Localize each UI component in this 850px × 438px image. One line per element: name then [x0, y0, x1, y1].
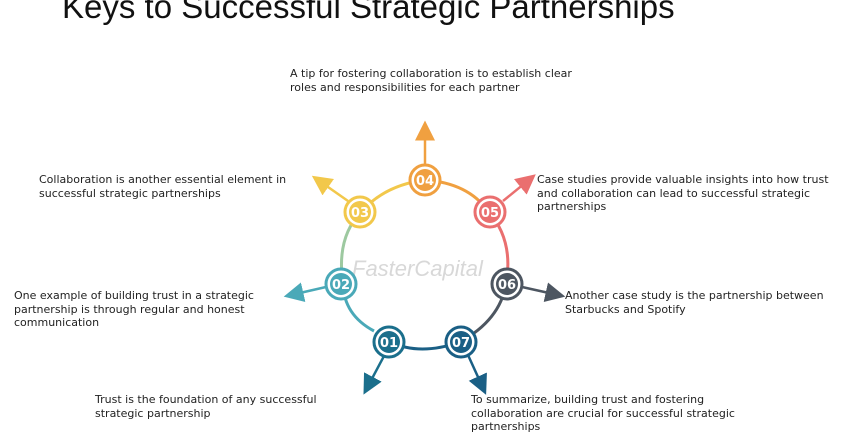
arrow-06 [521, 282, 566, 303]
arrow-07 [466, 354, 487, 395]
step-number-01: 01 [380, 336, 398, 351]
arrow-05 [502, 174, 536, 202]
step-node-05: 05 [473, 195, 507, 229]
step-node-03: 03 [343, 195, 377, 229]
arrow-02 [283, 282, 327, 302]
step-node-01: 01 [372, 325, 406, 359]
step-number-06: 06 [498, 278, 516, 293]
step-node-04: 04 [408, 163, 442, 197]
step-node-02: 02 [324, 267, 358, 301]
step-text-05: Case studies provide valuable insights i… [537, 173, 829, 213]
step-node-07: 07 [444, 325, 478, 359]
arrow-03 [311, 175, 349, 203]
step-number-02: 02 [332, 278, 350, 293]
step-number-04: 04 [416, 174, 434, 189]
step-number-05: 05 [481, 206, 499, 221]
step-text-03: Collaboration is another essential eleme… [39, 173, 287, 200]
step-text-06: Another case study is the partnership be… [565, 289, 824, 316]
step-text-07: To summarize, building trust and fosteri… [471, 393, 735, 433]
step-text-01: Trust is the foundation of any successfu… [95, 393, 317, 420]
step-text-02: One example of building trust in a strat… [14, 289, 254, 329]
step-number-03: 03 [351, 206, 369, 221]
step-number-07: 07 [452, 336, 470, 351]
watermark-text: FasterCapital [352, 256, 484, 281]
step-text-04: A tip for fostering collaboration is to … [290, 67, 572, 94]
step-node-06: 06 [490, 267, 524, 301]
page-title: Keys to Successful Strategic Partnership… [62, 0, 675, 25]
arrow-01 [363, 355, 386, 395]
